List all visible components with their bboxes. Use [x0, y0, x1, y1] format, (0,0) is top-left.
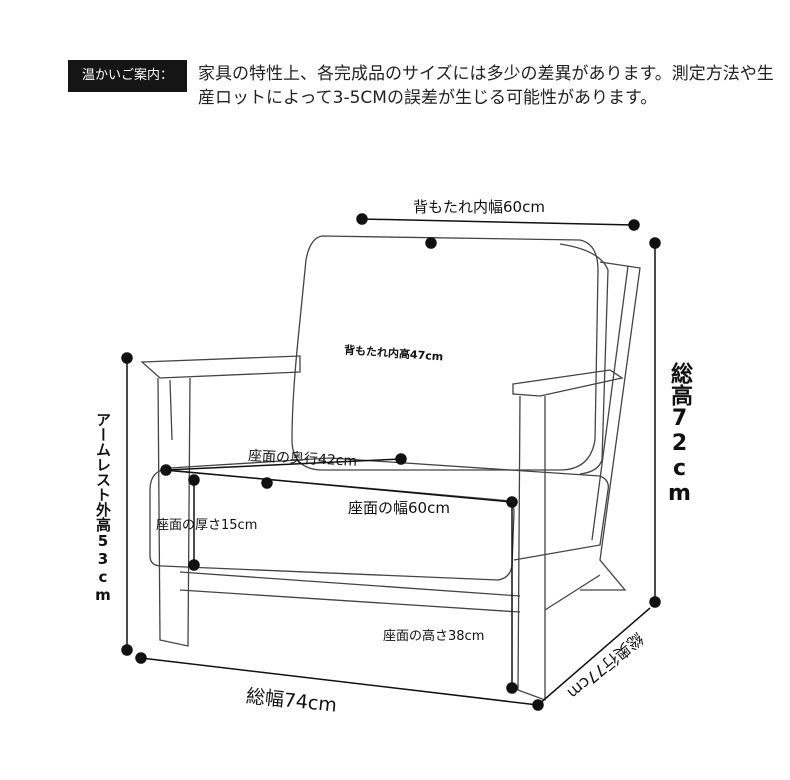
- sofa-outline: [140, 235, 641, 701]
- seat-height-label: 座面の高さ38cm: [383, 629, 485, 644]
- dimension-lines: [121, 213, 661, 711]
- arm-height-label: アームレスト外高53cm: [94, 412, 112, 604]
- seat-width-label: 座面の幅60cm: [348, 499, 450, 517]
- seat-thickness-label: 座面の厚さ15cm: [156, 518, 258, 533]
- notice-text: 家具の特性上、各完成品のサイズには多少の差異があります。測定方法や生産ロットによ…: [198, 64, 774, 108]
- back-inner-width-label: 背もたれ内幅60cm: [413, 198, 545, 216]
- notice-badge: 温かいご案内：: [68, 60, 187, 92]
- total-height-label: 総高72cm: [667, 362, 692, 506]
